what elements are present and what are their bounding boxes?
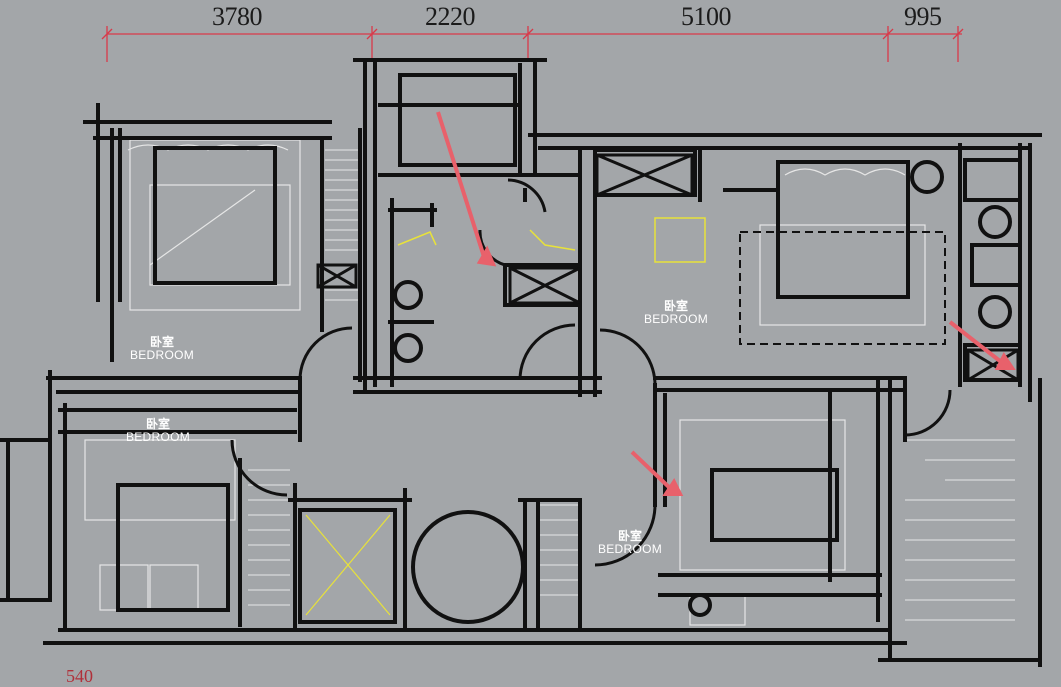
dimension-label-2: 2220	[425, 2, 476, 31]
dimension-label-1: 3780	[212, 2, 263, 31]
room-label-cn: 卧室	[617, 529, 642, 543]
room-label-bedroom-bottom-left: 卧室 BEDROOM	[118, 418, 198, 444]
room-label-cn: 卧室	[663, 299, 688, 313]
annotation-arrows	[436, 111, 1016, 496]
door-swings	[230, 178, 952, 567]
furniture-outlines	[84, 139, 1015, 626]
room-label-cn: 卧室	[145, 417, 170, 431]
ceiling-dashed-outline	[739, 231, 946, 345]
walls	[0, 58, 1042, 667]
dimension-line	[101, 26, 964, 62]
corner-dimension-label: 540	[66, 666, 93, 686]
dimension-label-4: 995	[904, 2, 942, 31]
yellow-door-swings	[397, 217, 706, 263]
room-label-en: BEDROOM	[129, 348, 195, 362]
room-label-en: BEDROOM	[643, 312, 709, 326]
dimension-label-3: 5100	[681, 2, 732, 31]
room-label-bedroom-bottom-right: 卧室 BEDROOM	[590, 530, 670, 556]
room-label-cn: 卧室	[149, 335, 174, 349]
room-label-bedroom-top-left: 卧室 BEDROOM	[122, 336, 202, 362]
room-label-bedroom-top-right: 卧室 BEDROOM	[636, 300, 716, 326]
room-label-en: BEDROOM	[597, 542, 663, 556]
room-label-en: BEDROOM	[125, 430, 191, 444]
shaft-crosses	[305, 153, 1020, 616]
